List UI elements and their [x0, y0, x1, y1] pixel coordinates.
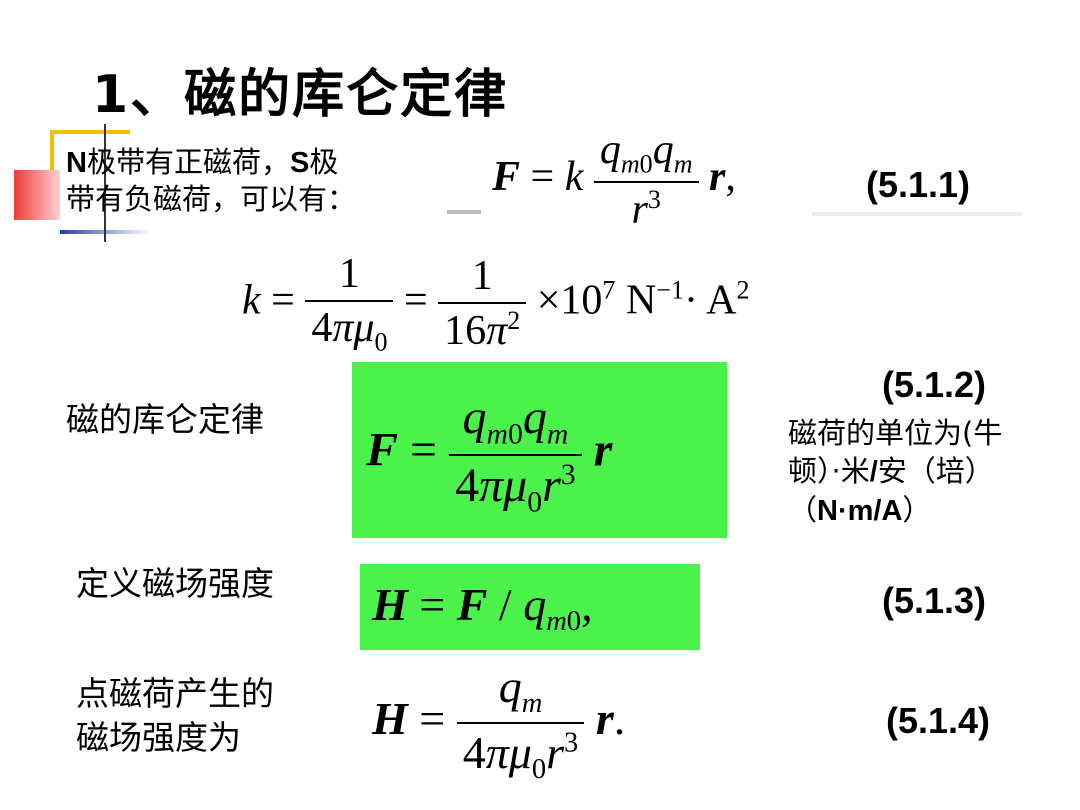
ornament-yellow-bar: [50, 130, 130, 134]
label-point-charge: 点磁荷产生的 磁场强度为: [76, 674, 274, 757]
label-define-field: 定义磁场强度: [76, 564, 274, 603]
highlight-box-5-1-3: [360, 564, 700, 650]
eq-underline-left: [447, 210, 481, 214]
equation-number-5-1-2: (5.1.2): [882, 364, 987, 405]
ornament-red-block: [14, 170, 60, 220]
equation-number-5-1-3: (5.1.3): [882, 580, 987, 621]
highlight-box-5-1-2: [352, 362, 727, 538]
label-coulomb-law: 磁的库仑定律: [66, 400, 264, 439]
equation-5-1-3: H = F / qm0,: [372, 579, 593, 638]
unit-note: 磁荷的单位为(牛 顿）·米/安（培） （N·m/A）: [788, 416, 1003, 527]
intro-text: N极带有正磁荷，S极 带有负磁荷，可以有：: [66, 145, 357, 216]
ornament-vert-line: [104, 124, 106, 242]
eq-underline-right: [812, 212, 1022, 216]
equation-number-5-1-4: (5.1.4): [886, 700, 991, 741]
decorative-ornament: [14, 124, 154, 244]
page-title: 1、磁的库仑定律: [92, 65, 509, 125]
equation-number-5-1-1: (5.1.1): [866, 164, 971, 205]
ornament-yellow-vert: [50, 130, 54, 170]
